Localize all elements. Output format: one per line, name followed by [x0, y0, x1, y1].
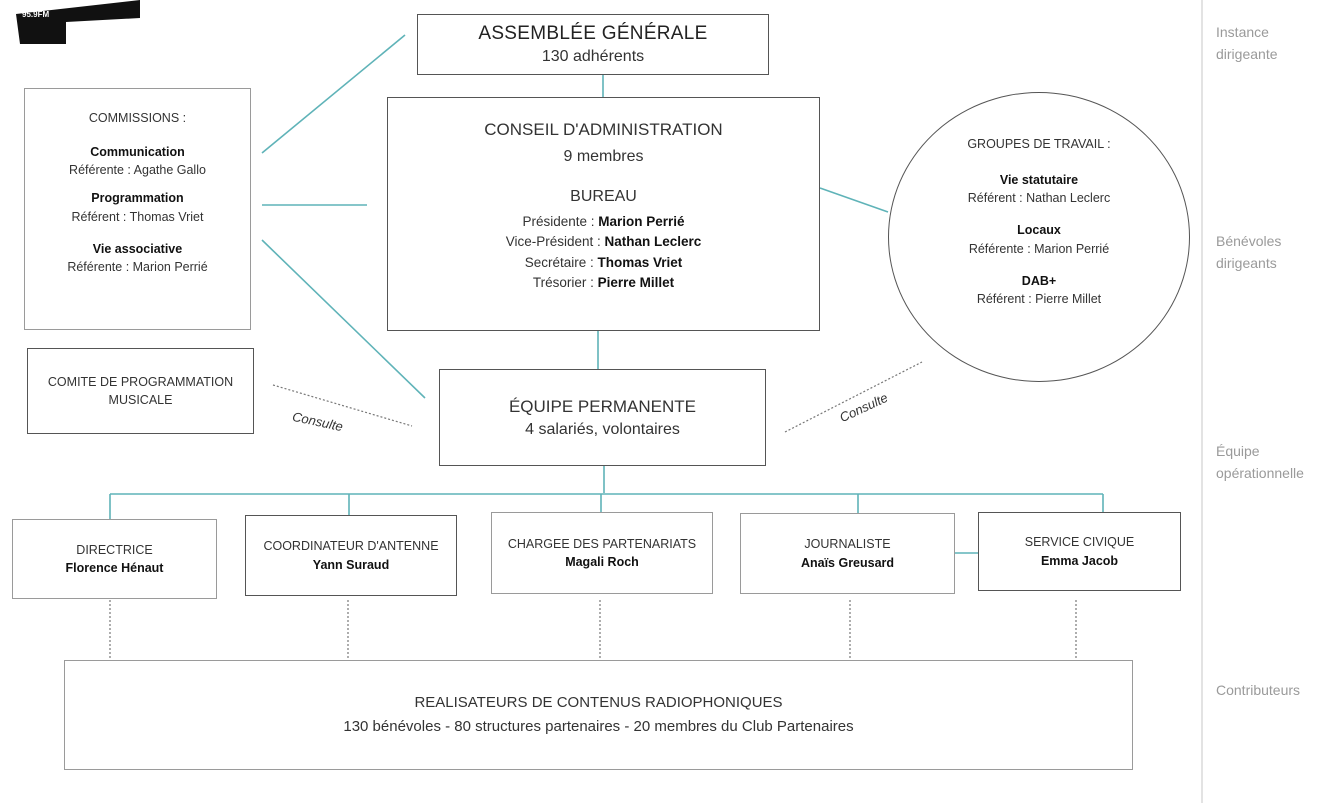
groupes-title: GROUPES DE TRAVAIL :	[967, 137, 1111, 151]
staff-role: SERVICE CIVIQUE	[1024, 535, 1135, 550]
bureau-list: Présidente : Marion Perrié Vice-Présiden…	[506, 212, 702, 293]
staff-name: Emma Jacob	[1040, 553, 1119, 568]
staff-name: Yann Suraud	[312, 557, 390, 572]
assemblee-title: ASSEMBLÉE GÉNÉRALE	[478, 23, 708, 44]
realisateurs-title: REALISATEURS DE CONTENUS RADIOPHONIQUES	[414, 694, 783, 712]
assemblee-sub: 130 adhérents	[541, 48, 645, 65]
bureau-member: Présidente : Marion Perrié	[522, 214, 685, 229]
bureau-member: Secrétaire : Thomas Vriet	[524, 254, 683, 270]
realisateurs-sub: 130 bénévoles - 80 structures partenaire…	[343, 718, 854, 735]
staff-box-partenariats: CHARGEE DES PARTENARIATS Magali Roch	[491, 512, 713, 594]
bureau-title: BUREAU	[570, 188, 637, 205]
label-equipe-operationnelle: Équipe opérationnelle	[1216, 443, 1304, 481]
link-commissions-equipe	[261, 239, 426, 399]
staff-role: DIRECTRICE	[76, 542, 153, 557]
commissions-title: COMMISSIONS :	[88, 111, 187, 125]
conseil-administration-box: CONSEIL D'ADMINISTRATION 9 membres BUREA…	[387, 97, 820, 331]
staff-box-journaliste: JOURNALISTE Anaïs Greusard	[740, 513, 955, 594]
realisateurs-box: REALISATEURS DE CONTENUS RADIOPHONIQUES …	[64, 660, 1133, 770]
assemblee-generale-box: ASSEMBLÉE GÉNÉRALE 130 adhérents	[417, 14, 769, 75]
radio-logo: 95.9FM	[8, 0, 140, 46]
equipe-permanente-box: ÉQUIPE PERMANENTE 4 salariés, volontaire…	[439, 369, 766, 466]
staff-name: Magali Roch	[565, 555, 639, 569]
bureau-member: Trésorier : Pierre Millet	[532, 274, 675, 290]
staff-role: COORDINATEUR D'ANTENNE	[263, 539, 439, 554]
equipe-sub: 4 salariés, volontaires	[525, 420, 680, 438]
equipe-title: ÉQUIPE PERMANENTE	[508, 396, 697, 416]
staff-name: Anaïs Greusard	[800, 555, 895, 570]
comite-title: COMITE DE PROGRAMMATION MUSICALE	[47, 374, 234, 407]
label-benevoles-dirigeants: Bénévoles dirigeants	[1216, 233, 1282, 271]
conseil-title: CONSEIL D'ADMINISTRATION	[484, 120, 723, 139]
conseil-sub: 9 membres	[563, 148, 644, 165]
dotted-equipe-groupes	[784, 361, 923, 433]
comite-programmation-box: COMITE DE PROGRAMMATION MUSICALE	[27, 348, 254, 434]
dotted-comite-equipe	[272, 384, 413, 427]
logo-shape	[16, 0, 140, 44]
staff-role: JOURNALISTE	[804, 537, 891, 552]
link-ca-groupes	[819, 187, 889, 213]
groupe-item: DAB+Référent : Pierre Millet	[976, 273, 1102, 306]
staff-box-directrice: DIRECTRICE Florence Hénaut	[12, 519, 217, 599]
label-instance-dirigeante: Instance dirigeante	[1216, 24, 1278, 62]
logo-text: 95.9FM	[22, 10, 50, 19]
bureau-member: Vice-Président : Nathan Leclerc	[505, 234, 702, 250]
staff-box-coordinateur: COORDINATEUR D'ANTENNE Yann Suraud	[245, 515, 457, 596]
staff-name: Florence Hénaut	[65, 561, 164, 575]
staff-box-service-civique: SERVICE CIVIQUE Emma Jacob	[978, 512, 1181, 591]
link-ag-commissions	[261, 34, 406, 154]
label-contributeurs: Contributeurs	[1216, 682, 1301, 698]
staff-role: CHARGEE DES PARTENARIATS	[507, 536, 697, 551]
